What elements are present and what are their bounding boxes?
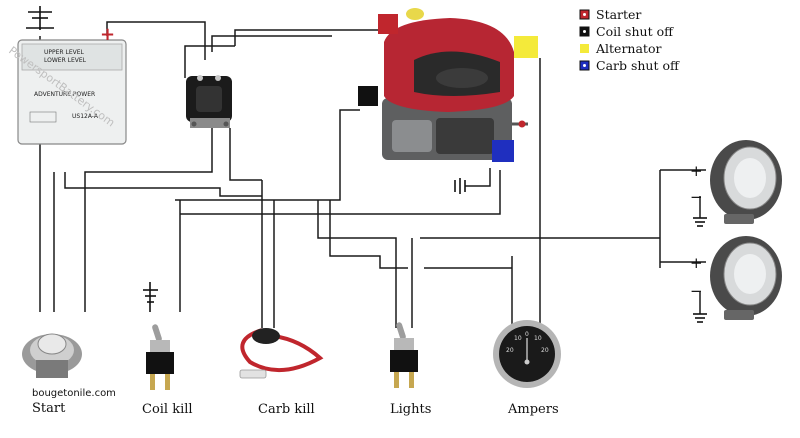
start-button bbox=[22, 333, 82, 378]
gauge-tick-label: 10 bbox=[514, 335, 522, 342]
battery-top bbox=[21, 43, 123, 71]
wire-solenoid-down2 bbox=[229, 128, 262, 181]
lights-switch bbox=[390, 322, 418, 388]
battery-brand: ADVENTURE POWER bbox=[34, 91, 95, 98]
label-carb-kill: Carb kill bbox=[258, 402, 315, 417]
toggle-pin bbox=[150, 374, 155, 390]
lamp-top-minus: − bbox=[690, 188, 703, 206]
start-button-body bbox=[36, 360, 68, 378]
label-lights: Lights bbox=[390, 402, 431, 417]
starter-connector-square bbox=[378, 14, 398, 34]
alternator-connector-square bbox=[514, 36, 538, 58]
ground-icon-engine bbox=[454, 178, 466, 194]
wire-engine-ground bbox=[465, 168, 491, 187]
lamp-bottom-reflector bbox=[734, 254, 766, 294]
wire-solenoid-down bbox=[84, 128, 213, 312]
carb-connector-square bbox=[492, 140, 514, 162]
label-coil-kill: Coil kill bbox=[142, 402, 193, 417]
solenoid-bolt bbox=[223, 121, 229, 127]
wire-engine-starter bbox=[234, 29, 380, 46]
wires bbox=[39, 21, 706, 330]
lamp-top-mount bbox=[724, 214, 754, 224]
wire-engine-top2 bbox=[211, 35, 332, 52]
ground-icon-coilkill bbox=[143, 282, 158, 312]
lanyard-clip bbox=[239, 369, 267, 379]
gauge-tick-label: 10 bbox=[534, 335, 542, 342]
wire-solenoid-top bbox=[184, 45, 235, 78]
ground-icon-battery bbox=[26, 6, 54, 30]
wire-coil-route bbox=[175, 109, 360, 201]
gauge-tick-label: 20 bbox=[506, 347, 514, 354]
lanyard-cord bbox=[240, 328, 324, 373]
lamp-top-reflector bbox=[734, 158, 766, 198]
ammeter-gauge: 20 10 0 10 20 bbox=[493, 320, 561, 388]
engine-sump bbox=[436, 118, 494, 154]
lamp-bottom: + − bbox=[690, 236, 782, 320]
battery: UPPER LEVEL LOWER LEVEL ADVENTURE POWER … bbox=[6, 24, 127, 145]
coil-connector-square bbox=[358, 86, 378, 106]
wire-start-right bbox=[64, 172, 262, 197]
gauge-tick-label: 0 bbox=[525, 331, 529, 338]
carb-kill-switch bbox=[239, 328, 324, 379]
toggle-pin bbox=[165, 374, 170, 390]
lamp-bottom-mount bbox=[724, 310, 754, 320]
wire-carb-route bbox=[180, 170, 501, 215]
starter-solenoid bbox=[186, 75, 232, 128]
legend-label-alternator: Alternator bbox=[595, 41, 661, 56]
lamp-top-plus: + bbox=[690, 162, 703, 180]
legend-label-coil: Coil shut off bbox=[596, 24, 674, 39]
solenoid-terminal bbox=[197, 75, 203, 81]
battery-model: US12A-A bbox=[72, 113, 99, 120]
wire-mid-bus bbox=[317, 200, 397, 328]
wire-battery-to-solenoid bbox=[106, 21, 206, 60]
toggle-nut bbox=[150, 340, 170, 352]
legend-swatch-dot bbox=[583, 30, 586, 33]
legend-swatch-dot bbox=[583, 64, 586, 67]
toggle-body bbox=[390, 350, 418, 372]
site-credit: bougetonile.com bbox=[32, 388, 116, 399]
toggle-lever bbox=[152, 324, 162, 342]
solenoid-bolt bbox=[191, 121, 197, 127]
legend: Starter Coil shut off Alternator Carb sh… bbox=[579, 7, 680, 73]
ground-icon-lamp-bottom bbox=[693, 313, 707, 323]
toggle-pin bbox=[394, 372, 399, 388]
battery-cap-text2: LOWER LEVEL bbox=[44, 57, 87, 64]
wire-mid-bus2 bbox=[329, 200, 408, 269]
gauge-pivot bbox=[524, 359, 530, 365]
lamp-top: + − bbox=[690, 140, 782, 224]
toggle-body bbox=[146, 352, 174, 374]
ground-icon-lamp-top bbox=[693, 217, 707, 227]
lamp-bottom-minus: − bbox=[690, 282, 703, 300]
battery-cap-text: UPPER LEVEL bbox=[44, 49, 85, 56]
ground-symbols bbox=[26, 6, 707, 323]
legend-label-starter: Starter bbox=[596, 7, 641, 22]
solenoid-bracket bbox=[190, 118, 230, 128]
start-button-cap bbox=[37, 333, 67, 355]
toggle-lever bbox=[396, 322, 406, 340]
engine-cover-detail bbox=[436, 68, 488, 88]
legend-swatch-dot bbox=[583, 13, 586, 16]
legend-swatch-alternator bbox=[580, 44, 589, 53]
engine bbox=[382, 8, 528, 160]
legend-label-carb: Carb shut off bbox=[596, 58, 680, 73]
toggle-nut bbox=[394, 338, 414, 350]
coil-kill-switch bbox=[146, 324, 174, 390]
battery-sticker bbox=[29, 111, 57, 123]
engine-knob bbox=[518, 120, 526, 128]
label-ampers: Ampers bbox=[507, 402, 559, 417]
solenoid-terminal bbox=[215, 75, 221, 81]
lamp-bottom-plus: + bbox=[690, 254, 703, 272]
toggle-pin bbox=[409, 372, 414, 388]
lanyard-plug bbox=[252, 328, 280, 344]
solenoid-core bbox=[196, 86, 222, 112]
engine-starter-housing bbox=[392, 120, 432, 152]
battery-plus: + bbox=[100, 24, 115, 45]
engine-oil-cap bbox=[406, 8, 424, 20]
label-start: Start bbox=[32, 401, 66, 416]
gauge-tick-label: 20 bbox=[541, 347, 549, 354]
